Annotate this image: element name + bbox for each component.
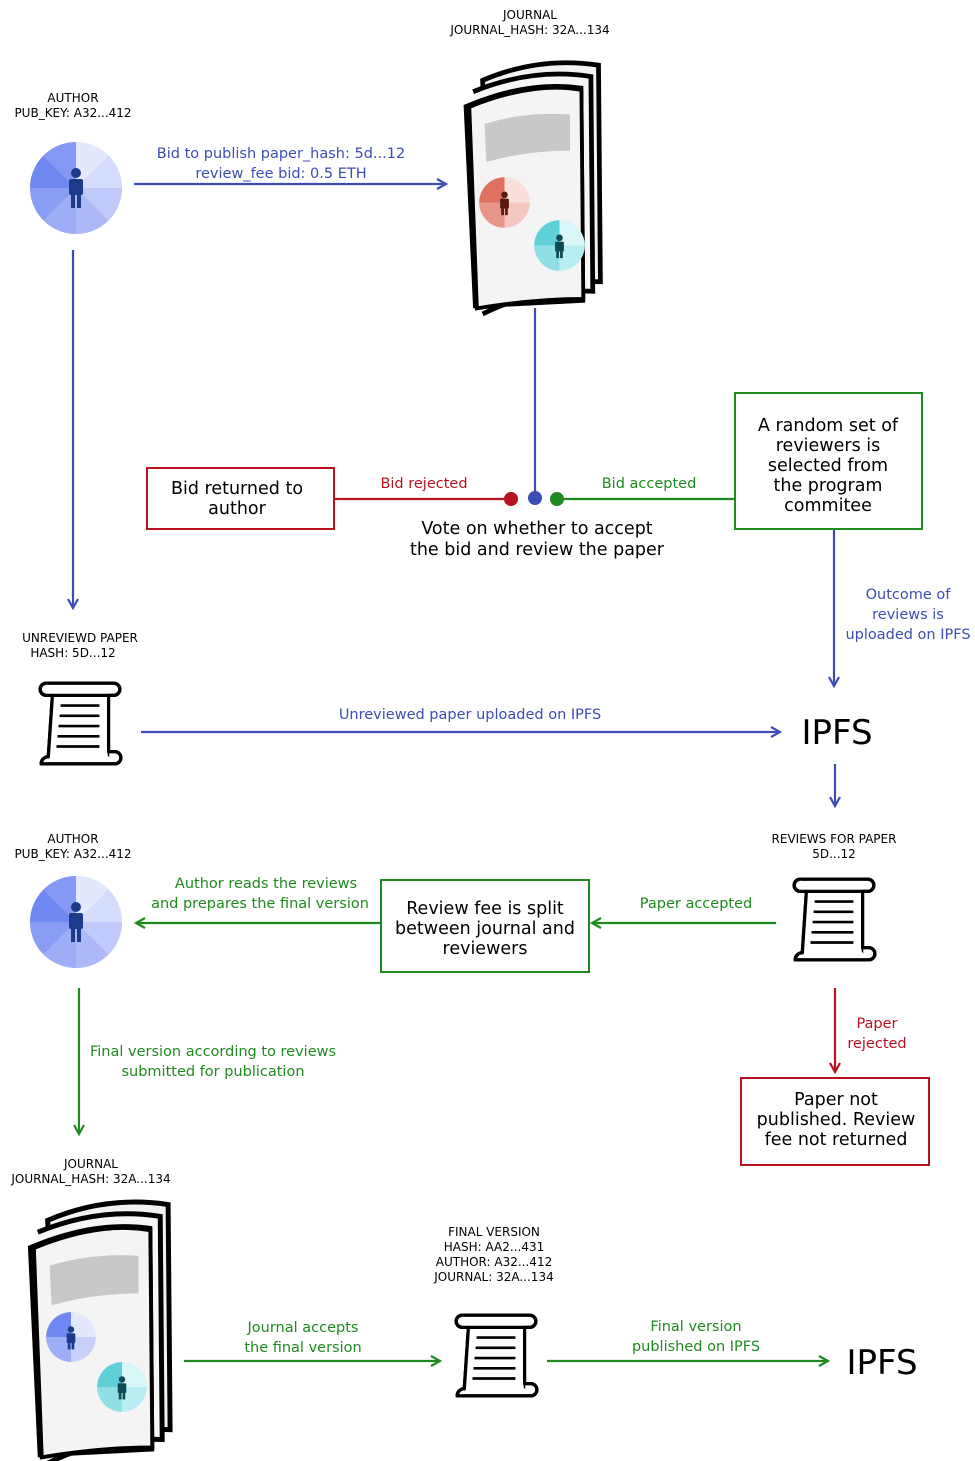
journal-vote-dot <box>528 491 542 505</box>
ipfs-mid-label: IPFS <box>801 713 872 753</box>
reviews-scroll-icon <box>792 877 877 962</box>
journal-bottom-label-1: JOURNAL <box>63 1157 118 1171</box>
accept-vote-dot <box>550 492 564 506</box>
vote-label-1: Vote on whether to accept <box>421 519 652 539</box>
reviewers-label-3: selected from <box>768 456 888 476</box>
paper-rejected-label-1: Paper <box>856 1016 897 1032</box>
final-version-label-3: AUTHOR: A32...412 <box>436 1255 552 1269</box>
author-top-label-1: AUTHOR <box>47 91 98 105</box>
reviewer-red-icon <box>479 177 530 228</box>
reviewer-blue-icon <box>46 1312 96 1362</box>
author-top-user-icon <box>30 142 122 234</box>
journal-bottom-label-2: JOURNAL_HASH: 32A...134 <box>10 1172 170 1186</box>
reviewer-cyan-icon <box>97 1362 147 1412</box>
author-bottom-user-icon <box>30 876 122 968</box>
final-version-label-4: JOURNAL: 32A...134 <box>433 1270 553 1284</box>
author-top-label-2: PUB_KEY: A32...412 <box>14 106 131 120</box>
not-published-box: Paper not published. Review fee not retu… <box>740 1077 930 1166</box>
journal-top-label-2: JOURNAL_HASH: 32A...134 <box>449 23 609 37</box>
reject-vote-dot <box>504 492 518 506</box>
ipfs-bottom-label: IPFS <box>846 1343 917 1383</box>
journal-bottom-icon <box>28 1202 170 1461</box>
reviewer-cyan-icon <box>534 220 585 271</box>
author-reads-label-1: Author reads the reviews <box>175 876 357 892</box>
bid-accepted-label: Bid accepted <box>602 476 697 492</box>
outcome-label-2: reviews is <box>872 607 944 623</box>
reviewers-label-5: commitee <box>784 496 872 516</box>
bid-label-1: Bid to publish paper_hash: 5d...12 <box>157 146 405 162</box>
journal-top-icon <box>464 63 601 314</box>
not-published-label-2: published. Review <box>757 1110 916 1130</box>
final-published-label-1: Final version <box>650 1319 741 1335</box>
bid-returned-box: Bid returned to author <box>146 467 335 530</box>
random-reviewers-box: A random set of reviewers is selected fr… <box>734 392 923 530</box>
reviews-label-1: REVIEWS FOR PAPER <box>772 832 897 846</box>
unreviewed-uploaded-label: Unreviewed paper uploaded on IPFS <box>339 707 601 723</box>
outcome-label-3: uploaded on IPFS <box>845 627 970 643</box>
bid-label-2: review_fee bid: 0.5 ETH <box>195 166 366 182</box>
unreviewed-paper-scroll-icon <box>38 681 123 766</box>
author-reads-label-2: and prepares the final version <box>151 896 369 912</box>
fee-split-box: Review fee is split between journal and … <box>380 879 590 973</box>
fee-split-label-1: Review fee is split <box>406 899 564 919</box>
paper-rejected-label-2: rejected <box>847 1036 906 1052</box>
journal-accepts-label-2: the final version <box>244 1340 361 1356</box>
final-submitted-label-2: submitted for publication <box>121 1064 304 1080</box>
final-submitted-label-1: Final version according to reviews <box>90 1044 336 1060</box>
journal-top-label-1: JOURNAL <box>502 8 557 22</box>
bid-returned-label-1: Bid returned to <box>171 479 303 499</box>
reviewers-label-4: the program <box>774 476 883 496</box>
bid-rejected-label: Bid rejected <box>380 476 467 492</box>
final-published-label-2: published on IPFS <box>632 1339 760 1355</box>
fee-split-label-3: reviewers <box>443 939 528 959</box>
reviewers-label-2: reviewers is <box>776 436 881 456</box>
author-bottom-label-2: PUB_KEY: A32...412 <box>14 847 131 861</box>
journal-accepts-label-1: Journal accepts <box>247 1320 359 1336</box>
final-version-scroll-icon <box>454 1313 539 1398</box>
unreviewed-label-2: HASH: 5D...12 <box>30 646 115 660</box>
reviewers-label-1: A random set of <box>758 416 899 436</box>
final-version-label-2: HASH: AA2...431 <box>444 1240 544 1254</box>
fee-split-label-2: between journal and <box>395 919 575 939</box>
not-published-label-1: Paper not <box>794 1090 878 1110</box>
reviews-label-2: 5D...12 <box>812 847 856 861</box>
vote-label-2: the bid and review the paper <box>410 540 665 560</box>
unreviewed-label-1: UNREVIEWD PAPER <box>22 631 138 645</box>
author-bottom-label-1: AUTHOR <box>47 832 98 846</box>
not-published-label-3: fee not returned <box>765 1130 908 1150</box>
outcome-label-1: Outcome of <box>866 587 952 603</box>
paper-accepted-label: Paper accepted <box>640 896 752 912</box>
bid-returned-label-2: author <box>208 499 266 519</box>
final-version-label-1: FINAL VERSION <box>448 1225 540 1239</box>
